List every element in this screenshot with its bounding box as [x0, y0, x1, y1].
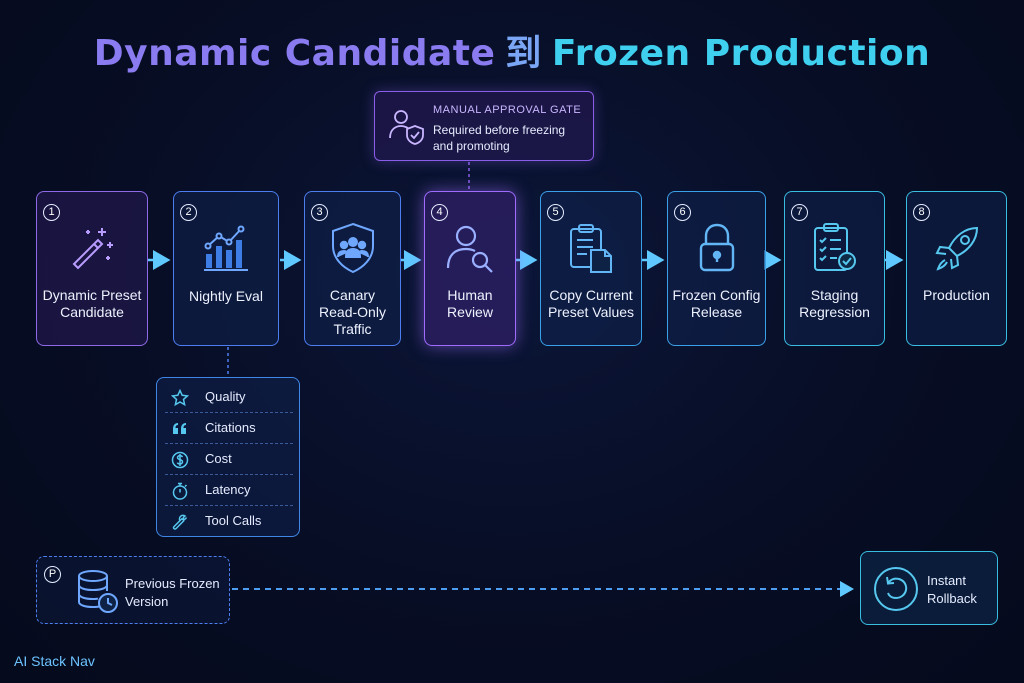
eval-metrics-panel: Quality Citations Cost Latency Tool Call…: [156, 377, 300, 537]
stopwatch-icon: [172, 482, 188, 500]
step-1[interactable]: 1 Dynamic Preset Candidate: [36, 191, 148, 346]
rocket-icon: [934, 226, 978, 271]
wrench-icon: [172, 514, 188, 530]
chart-icon: [204, 225, 248, 271]
divider: [165, 412, 293, 413]
database-clock-icon: [78, 570, 118, 613]
divider: [165, 443, 293, 444]
step-number: 7: [791, 204, 808, 221]
user-search-icon: [446, 225, 493, 273]
step-5[interactable]: 5 Copy Current Preset Values: [540, 191, 642, 346]
quote-icon: [173, 423, 186, 434]
instant-rollback[interactable]: Instant Rollback: [860, 551, 998, 625]
metric-citations: Citations: [165, 413, 293, 444]
step-3[interactable]: 3 Canary Read-Only Traffic: [304, 191, 401, 346]
magic-wand-icon: [72, 228, 113, 270]
previous-badge: P: [44, 566, 61, 583]
title-separator: 到: [505, 33, 542, 74]
step-number: 3: [311, 204, 328, 221]
lock-icon: [699, 223, 734, 272]
step-number: 1: [43, 204, 60, 221]
step-number: 2: [180, 204, 197, 221]
step-label: Nightly Eval: [189, 288, 263, 304]
brand-label: AI Stack Nav: [14, 653, 95, 669]
title-part-2: Frozen Production: [551, 33, 931, 74]
step-8[interactable]: 8 Production: [906, 191, 1007, 346]
gate-description: Required before freezing and promoting: [433, 123, 566, 153]
step-label: Human Review: [447, 287, 493, 320]
gate-title: MANUAL APPROVAL GATE: [433, 104, 582, 116]
step-label: Frozen Config Release: [672, 287, 761, 320]
step-label: Canary Read-Only Traffic: [319, 287, 386, 337]
metric-label: Cost: [205, 451, 232, 466]
step-label: Dynamic Preset Candidate: [42, 287, 142, 320]
metric-label: Citations: [205, 420, 256, 435]
step-number: 6: [674, 204, 691, 221]
clipboard-copy-icon: [570, 224, 612, 273]
metric-label: Tool Calls: [205, 513, 262, 528]
divider: [165, 505, 293, 506]
previous-frozen-version[interactable]: P Previous Frozen Version: [36, 556, 230, 624]
checklist-icon: [813, 223, 856, 271]
step-label: Copy Current Preset Values: [547, 287, 635, 320]
step-7[interactable]: 7 Staging Regression: [784, 191, 885, 346]
step-number: 4: [431, 204, 448, 221]
rollback-label: Instant Rollback: [927, 573, 977, 606]
step-2[interactable]: 2 Nightly Eval: [173, 191, 279, 346]
step-label: Staging Regression: [799, 287, 870, 320]
metric-label: Latency: [205, 482, 251, 497]
step-number: 8: [913, 204, 930, 221]
previous-label: Previous Frozen Version: [125, 576, 220, 609]
undo-icon: [874, 567, 918, 611]
shield-users-icon: [331, 222, 374, 274]
metric-label: Quality: [205, 389, 246, 404]
step-4[interactable]: 4 Human Review: [424, 191, 516, 346]
dollar-icon: [171, 451, 189, 469]
step-label: Production: [923, 287, 990, 303]
metric-quality: Quality: [165, 382, 293, 413]
step-number: 5: [547, 204, 564, 221]
step-6[interactable]: 6 Frozen Config Release: [667, 191, 766, 346]
metric-tool-calls: Tool Calls: [165, 506, 293, 537]
metric-latency: Latency: [165, 475, 293, 506]
star-icon: [171, 389, 189, 407]
title-part-1: Dynamic Candidate: [93, 33, 496, 74]
divider: [165, 474, 293, 475]
manual-approval-gate: MANUAL APPROVAL GATE Required before fre…: [374, 91, 594, 161]
user-shield-icon: [389, 110, 424, 145]
metric-cost: Cost: [165, 444, 293, 475]
